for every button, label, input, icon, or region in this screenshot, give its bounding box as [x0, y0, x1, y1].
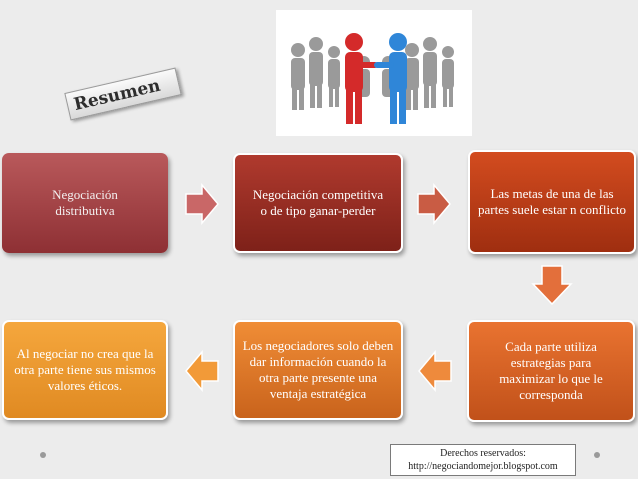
arrow-right-icon: [417, 183, 451, 225]
step-1-text: Negociación distributiva: [52, 187, 118, 218]
step-box-6: Al negociar no crea que la otra parte ti…: [2, 320, 168, 420]
step-box-5: Los negociadores solo deben dar informac…: [233, 320, 403, 420]
step-box-1: Negociación distributiva: [2, 153, 168, 253]
decorative-dot: [40, 452, 46, 458]
summary-tag: Resumen: [64, 67, 182, 121]
step-4-text: Cada parte utiliza estrategias para maxi…: [499, 339, 603, 402]
decorative-dot: [594, 452, 600, 458]
arrow-down-icon: [531, 265, 573, 306]
step-box-3: Las metas de una de las partes suele est…: [468, 150, 636, 254]
handshake-people-icon: [291, 33, 454, 124]
copyright-url: http://negociandomejor.blogspot.com: [408, 461, 558, 472]
copyright-line-1: Derechos reservados:: [440, 448, 526, 459]
step-6-text: Al negociar no crea que la otra parte ti…: [14, 346, 156, 393]
arrow-right-icon: [185, 183, 219, 225]
arrow-left-icon: [418, 350, 452, 392]
step-3-text: Las metas de una de las partes suele est…: [478, 186, 626, 217]
step-5-text: Los negociadores solo deben dar informac…: [242, 338, 394, 401]
arrow-left-icon: [185, 350, 219, 392]
step-2-text: Negociación competitiva o de tipo ganar-…: [252, 187, 384, 218]
summary-tag-label: Resumen: [72, 75, 163, 115]
step-box-2: Negociación competitiva o de tipo ganar-…: [233, 153, 403, 253]
step-box-4: Cada parte utiliza estrategias para maxi…: [467, 320, 635, 422]
handshake-people-illustration: [276, 10, 472, 136]
copyright-note: Derechos reservados: http://negociandome…: [390, 444, 576, 476]
